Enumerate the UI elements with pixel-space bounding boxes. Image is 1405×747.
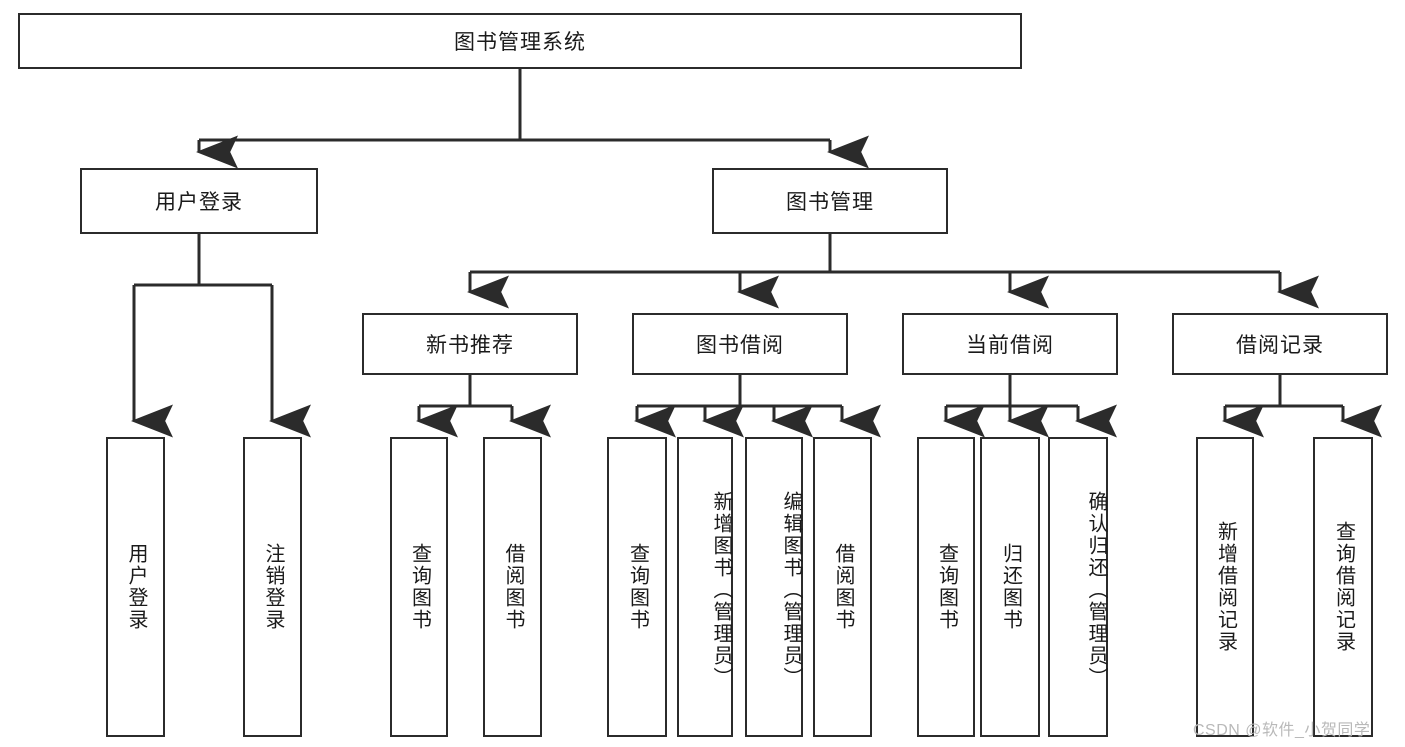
node-label: 图书管理 xyxy=(786,191,874,214)
node-label: 查询图书 xyxy=(626,543,649,631)
node-level3-1[interactable]: 图书借阅 xyxy=(632,313,848,375)
node-label: 图书借阅 xyxy=(696,334,784,357)
node-label: 当前借阅 xyxy=(966,334,1054,357)
node-label: 新增图书（管理员） xyxy=(710,491,732,689)
node-label: 借阅记录 xyxy=(1236,334,1324,357)
node-leaf-5[interactable]: 新增图书（管理员） xyxy=(677,437,733,737)
node-label: 图书管理系统 xyxy=(454,31,586,54)
node-leaf-1[interactable]: 注销登录 xyxy=(243,437,302,737)
node-label: 用户登录 xyxy=(155,191,243,214)
node-leaf-9[interactable]: 归还图书 xyxy=(980,437,1040,737)
node-leaf-10[interactable]: 确认归还（管理员） xyxy=(1048,437,1108,737)
node-label: 查询图书 xyxy=(408,543,431,631)
node-label: 注销登录 xyxy=(262,543,284,631)
node-label: 用户登录 xyxy=(125,543,147,631)
node-label: 新增借阅记录 xyxy=(1214,521,1237,653)
node-label: 查询借阅记录 xyxy=(1332,521,1355,653)
node-leaf-3[interactable]: 借阅图书 xyxy=(483,437,542,737)
node-level2-0[interactable]: 用户登录 xyxy=(80,168,318,234)
node-label: 确认归还（管理员） xyxy=(1085,491,1107,689)
node-leaf-11[interactable]: 新增借阅记录 xyxy=(1196,437,1254,737)
node-leaf-0[interactable]: 用户登录 xyxy=(106,437,165,737)
node-root[interactable]: 图书管理系统 xyxy=(18,13,1022,69)
watermark: CSDN @软件_小贺同学 xyxy=(1193,722,1371,739)
node-leaf-7[interactable]: 借阅图书 xyxy=(813,437,872,737)
node-label: 借阅图书 xyxy=(832,543,854,631)
node-label: 借阅图书 xyxy=(502,543,524,631)
node-leaf-6[interactable]: 编辑图书（管理员） xyxy=(745,437,803,737)
node-label: 新书推荐 xyxy=(426,334,514,357)
node-leaf-2[interactable]: 查询图书 xyxy=(390,437,448,737)
node-label: 查询图书 xyxy=(935,543,958,631)
node-level2-1[interactable]: 图书管理 xyxy=(712,168,948,234)
node-leaf-4[interactable]: 查询图书 xyxy=(607,437,667,737)
node-level3-2[interactable]: 当前借阅 xyxy=(902,313,1118,375)
node-leaf-12[interactable]: 查询借阅记录 xyxy=(1313,437,1373,737)
node-leaf-8[interactable]: 查询图书 xyxy=(917,437,975,737)
node-label: 归还图书 xyxy=(999,543,1022,631)
node-label: 编辑图书（管理员） xyxy=(780,491,802,689)
node-level3-3[interactable]: 借阅记录 xyxy=(1172,313,1388,375)
node-level3-0[interactable]: 新书推荐 xyxy=(362,313,578,375)
